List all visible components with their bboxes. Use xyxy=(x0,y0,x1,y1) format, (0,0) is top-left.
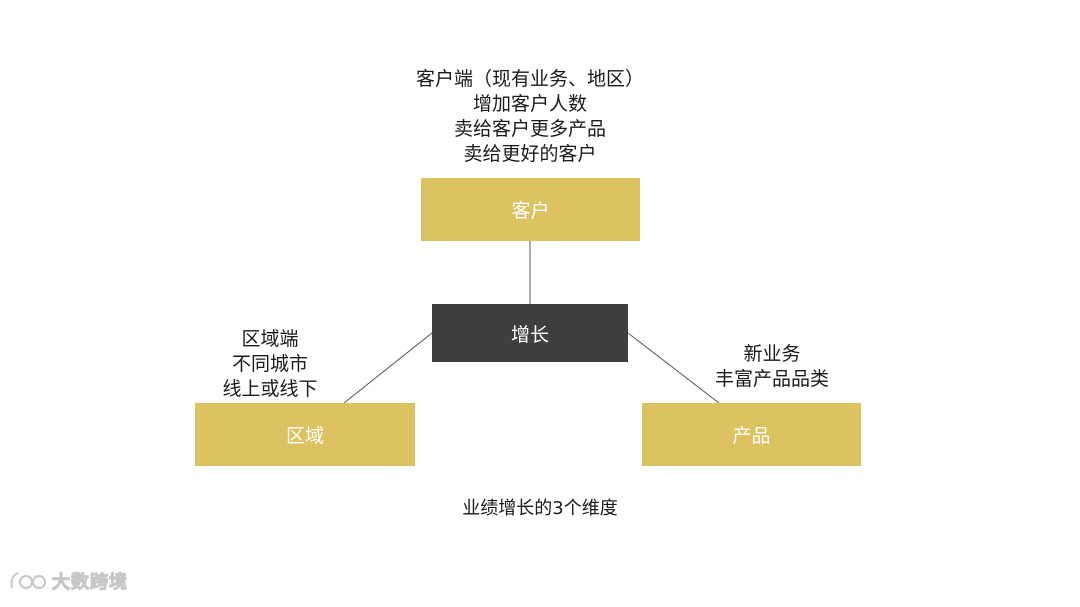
product-annotation-line: 新业务 xyxy=(743,343,801,365)
region-node: 区域 xyxy=(195,403,415,466)
growth-node: 增长 xyxy=(432,304,628,362)
region-annotation-line: 区域端 xyxy=(241,328,299,350)
product-node: 产品 xyxy=(642,403,861,466)
product-node-label: 产品 xyxy=(732,425,771,447)
growth-node-label: 增长 xyxy=(510,323,549,346)
customer-node: 客户 xyxy=(421,178,640,241)
region-annotation-line: 线上或线下 xyxy=(222,378,318,400)
customer-annotation-line: 客户端（现有业务、地区） xyxy=(415,68,644,90)
region-annotation: 区域端 不同城市 线上或线下 xyxy=(170,327,370,402)
product-annotation: 新业务 丰富产品品类 xyxy=(672,342,872,392)
region-node-label: 区域 xyxy=(285,425,324,447)
watermark-text: 大数跨境 xyxy=(52,572,128,594)
connector-growth-product xyxy=(627,332,720,404)
product-annotation-line: 丰富产品品类 xyxy=(714,368,829,390)
connector-growth-region xyxy=(343,332,433,404)
region-annotation-line: 不同城市 xyxy=(231,353,308,375)
logo-icon xyxy=(10,572,46,589)
customer-annotation-line: 增加客户人数 xyxy=(472,93,587,115)
customer-annotation-line: 卖给客户更多产品 xyxy=(453,118,606,140)
customer-node-label: 客户 xyxy=(511,200,550,222)
customer-annotation: 客户端（现有业务、地区） 增加客户人数 卖给客户更多产品 卖给更好的客户 xyxy=(330,67,730,167)
customer-annotation-line: 卖给更好的客户 xyxy=(463,143,597,165)
diagram-caption: 业绩增长的3个维度 xyxy=(462,498,618,519)
watermark: 大数跨境 xyxy=(8,568,128,594)
